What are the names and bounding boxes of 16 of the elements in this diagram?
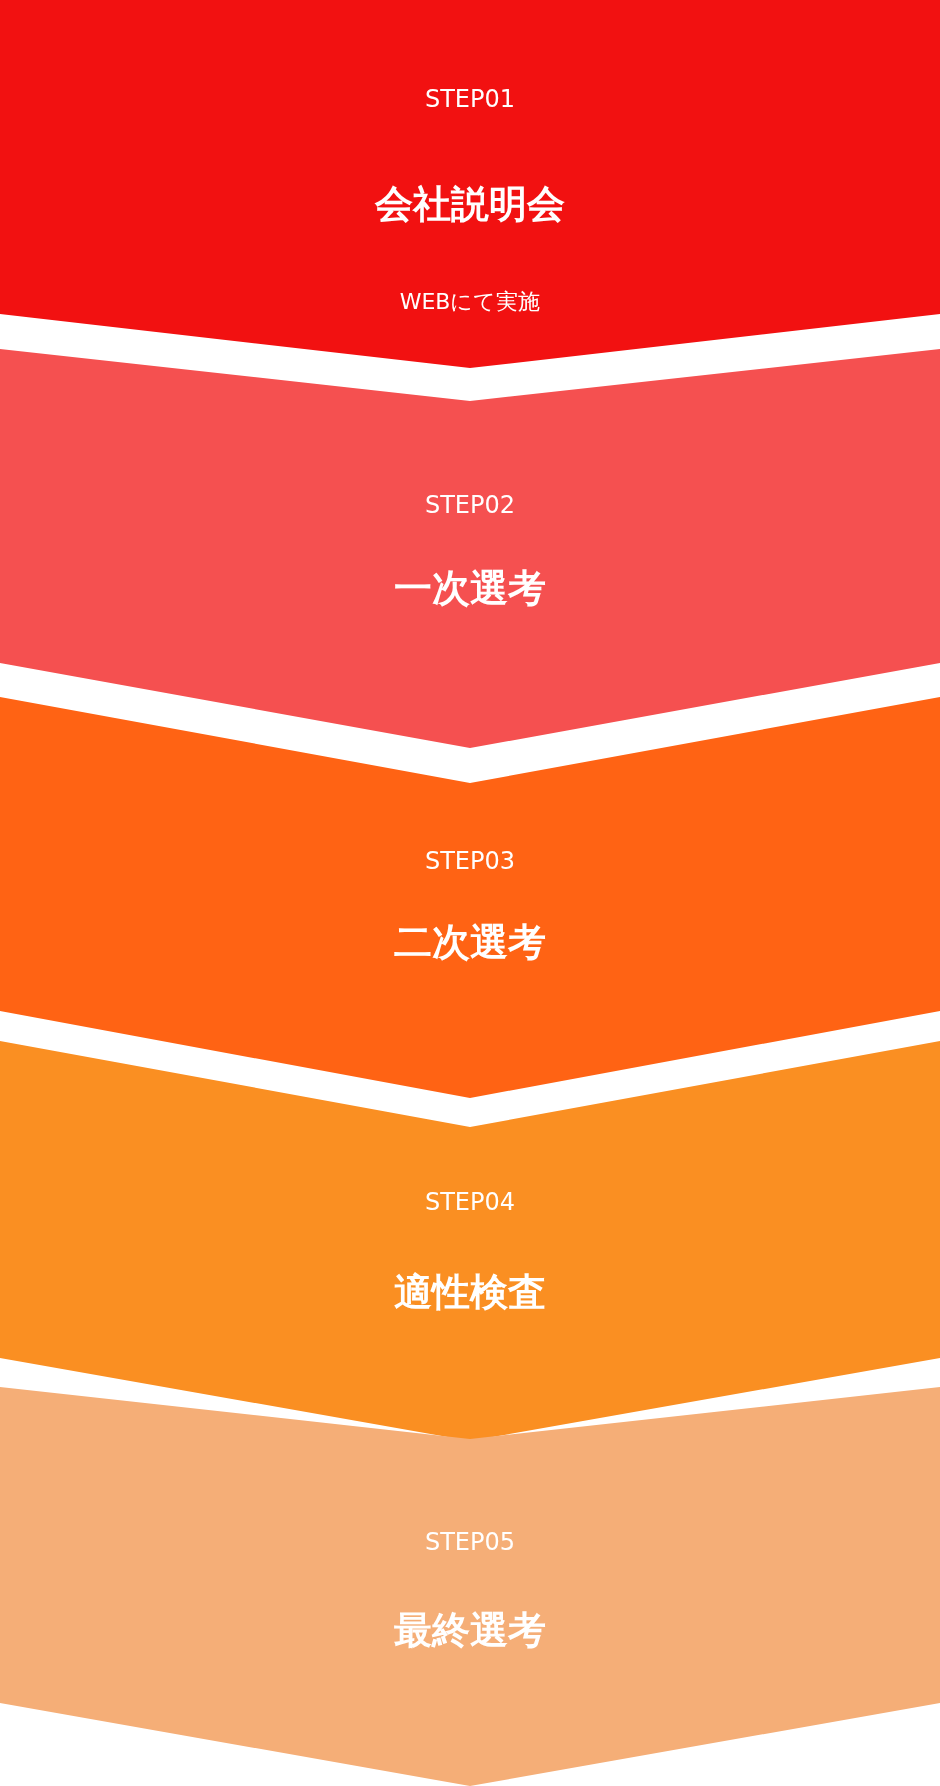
- chevron-band: [0, 349, 940, 748]
- step-note: WEBにて実施: [399, 288, 541, 316]
- step-number: STEP02: [424, 490, 516, 520]
- step-title: 一次選考: [394, 566, 546, 612]
- chevron-band: [0, 1387, 940, 1786]
- step-number: STEP01: [424, 84, 516, 114]
- chevron-band: [0, 0, 940, 368]
- step-title: 最終選考: [394, 1608, 546, 1654]
- step-number: STEP04: [424, 1187, 516, 1217]
- step-title: 適性検査: [394, 1270, 546, 1316]
- step-title: 二次選考: [394, 920, 546, 966]
- step-number: STEP03: [424, 846, 516, 876]
- step-number: STEP05: [424, 1527, 516, 1557]
- chevron-band: [0, 697, 940, 1098]
- chevron-band: [0, 1041, 940, 1441]
- step-title: 会社説明会: [375, 182, 565, 228]
